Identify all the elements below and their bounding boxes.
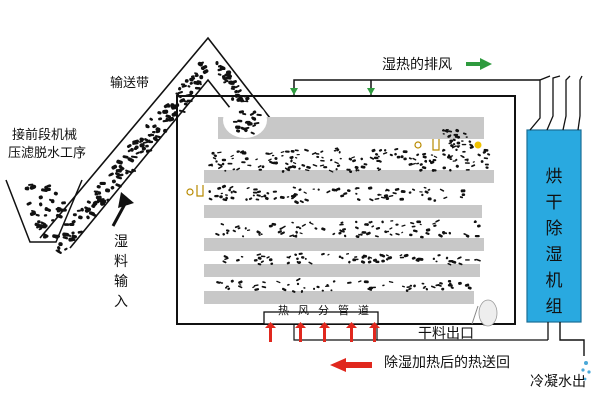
exhaust-pipe: [290, 79, 540, 96]
exhaust-label: 湿热的排风: [382, 57, 452, 73]
return-air-label: 除湿加热后的热送回: [384, 355, 510, 371]
hopper-material: [24, 183, 67, 239]
conveyor-material: [54, 60, 267, 254]
wet-input-arrow: [111, 192, 134, 227]
condensate-label: 冷凝水出: [530, 374, 586, 390]
conveyor-label: 输送带: [110, 76, 150, 91]
belt-3: [204, 238, 484, 251]
unit-top-pipes: [529, 75, 583, 131]
dry-outlet-spray: [471, 299, 498, 327]
drying-material: [208, 128, 491, 293]
belt-2: [204, 205, 482, 218]
inlet-material: [232, 110, 262, 135]
feed-inlet-opening: [223, 102, 267, 138]
prev-process-label: 接前段机械: [12, 128, 78, 143]
dry-outlet-label: 干料出口: [418, 326, 474, 342]
belt-4: [204, 264, 480, 277]
belt-1: [204, 170, 494, 183]
condensate-pipe: [559, 322, 591, 381]
dehumidifier-unit: [526, 129, 582, 323]
return-arrow: [330, 358, 372, 372]
sensor-left: [186, 185, 204, 197]
conveyor-belts: [204, 170, 494, 304]
sensor-right: [414, 139, 482, 151]
exhaust-arrow: [466, 58, 492, 70]
belt-5: [204, 291, 474, 304]
top-feed-belt: [218, 117, 484, 139]
duct-label: 热风分管道: [278, 304, 378, 317]
dryer-unit-label: 烘干除湿机组: [545, 167, 563, 317]
return-air-duct: [263, 311, 549, 342]
inclined-conveyor: [39, 36, 271, 254]
wet-input-label: 湿料输入: [114, 234, 128, 310]
feed-hopper: [5, 179, 83, 243]
prev-process-label-2: 压滤脱水工序: [8, 146, 87, 161]
